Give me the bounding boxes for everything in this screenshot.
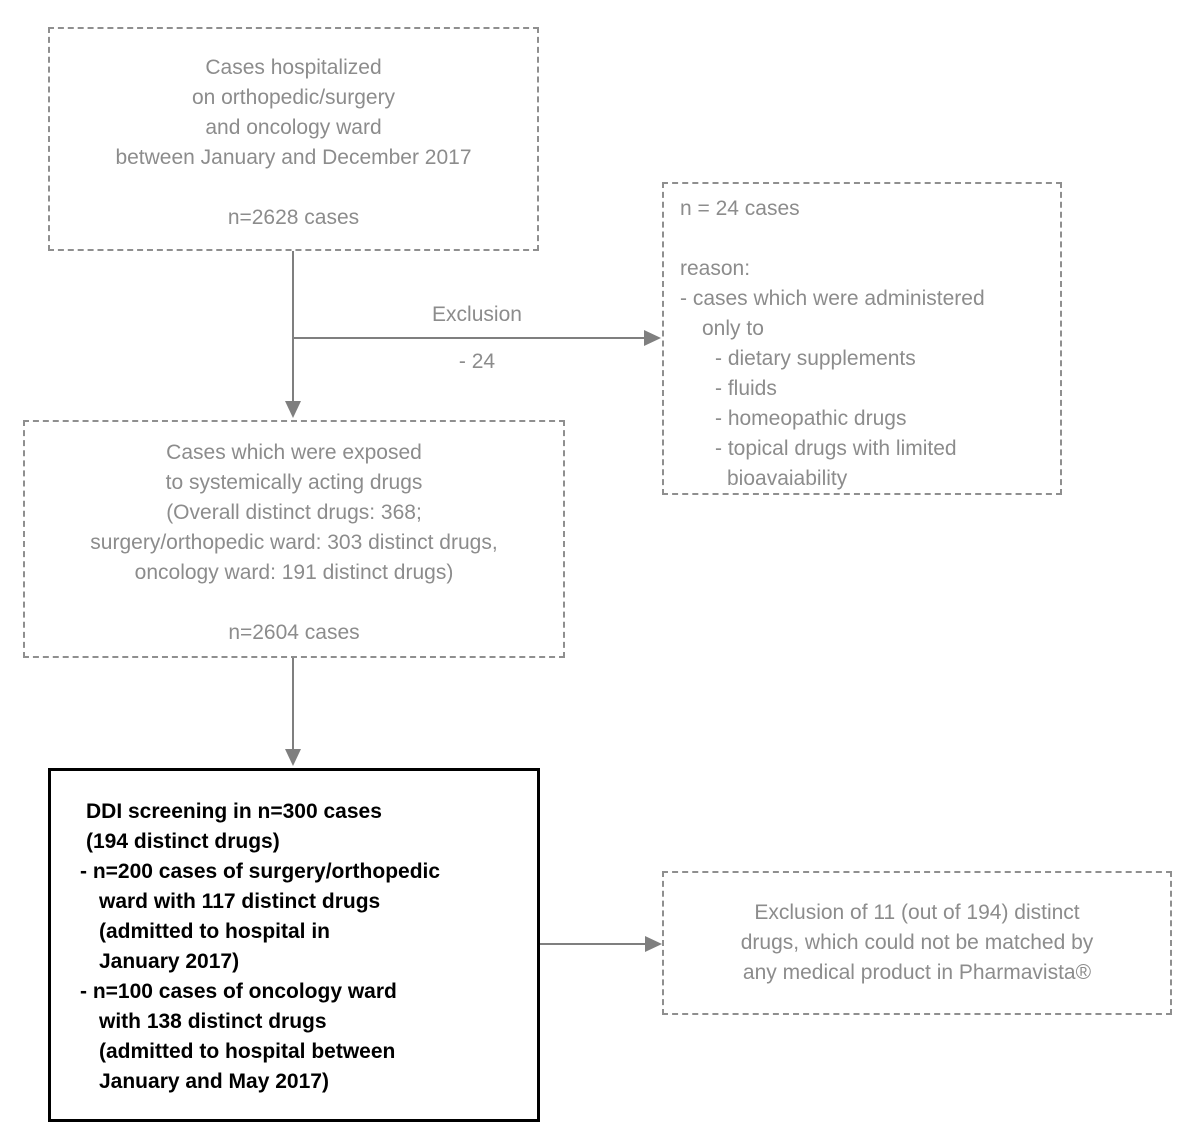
text-line: - dietary supplements (715, 347, 916, 370)
box-ddi-screening: DDI screening in n=300 cases (194 distinc… (48, 768, 540, 1122)
box-cases-hospitalized: Cases hospitalized on orthopedic/surgery a… (48, 27, 539, 251)
text-line: January 2017) (99, 950, 240, 973)
text-line: n=2628 cases (227, 206, 360, 229)
text-line: (Overall distinct drugs: 368; (166, 501, 422, 524)
text-line: only to (702, 317, 764, 340)
exclusion-count-label: - 24 (458, 350, 496, 373)
arrow-middle-to-ddi-line (292, 658, 294, 750)
text-line: (admitted to hospital between (99, 1040, 396, 1063)
arrow-exclusion-branch-head-icon (644, 330, 661, 346)
arrow-top-to-middle-line (292, 251, 294, 403)
text-line: - cases which were administered (680, 287, 985, 310)
text-line (25, 588, 563, 618)
text-line: surgery/orthopedic ward: 303 distinct dr… (90, 531, 498, 554)
text-line: n=2604 cases (228, 621, 360, 644)
box-systemic-drugs: Cases which were exposed to systemically … (23, 420, 565, 658)
text-line: - n=100 cases of oncology ward (80, 980, 397, 1003)
text-line: - topical drugs with limited (715, 437, 957, 460)
box-pharmavista-exclusion: Exclusion of 11 (out of 194) distinct dru… (662, 871, 1172, 1015)
text-line: (194 distinct drugs) (86, 830, 280, 853)
arrow-exclusion-branch-line (293, 337, 645, 339)
text-line (680, 224, 1052, 254)
arrow-middle-to-ddi-head-icon (285, 749, 301, 766)
text-line: n = 24 cases (680, 197, 800, 220)
arrow-ddi-to-pharmavista-head-icon (645, 936, 662, 952)
text-line: DDI screening in n=300 cases (86, 800, 382, 823)
text-line: drugs, which could not be matched by (740, 931, 1094, 954)
text-line: - fluids (715, 377, 777, 400)
text-line: any medical product in Pharmavista® (742, 961, 1092, 984)
text-line: Exclusion of 11 (out of 194) distinct (754, 901, 1080, 924)
text-line: - homeopathic drugs (715, 407, 907, 430)
text-line: bioavaiability (727, 467, 848, 490)
text-line: to systemically acting drugs (165, 471, 423, 494)
text-line: with 138 distinct drugs (99, 1010, 327, 1033)
text-line (50, 173, 537, 203)
text-line: between January and December 2017 (115, 146, 472, 169)
text-line: oncology ward: 191 distinct drugs) (134, 561, 454, 584)
text-line: Cases which were exposed (166, 441, 422, 464)
text-line: ward with 117 distinct drugs (99, 890, 381, 913)
text-line: Cases hospitalized (205, 56, 382, 79)
box-exclusion-24-cases: n = 24 cases reason: - cases which were a… (662, 182, 1062, 495)
text-line: (admitted to hospital in (99, 920, 330, 943)
text-line: January and May 2017) (99, 1070, 329, 1093)
exclusion-label: Exclusion (432, 303, 522, 326)
text-line: on orthopedic/surgery (191, 86, 396, 109)
arrow-ddi-to-pharmavista-line (540, 943, 646, 945)
text-line: and oncology ward (205, 116, 382, 139)
arrow-top-to-middle-head-icon (285, 401, 301, 418)
text-line: reason: (680, 257, 751, 280)
text-line: - n=200 cases of surgery/orthopedic (80, 860, 441, 883)
